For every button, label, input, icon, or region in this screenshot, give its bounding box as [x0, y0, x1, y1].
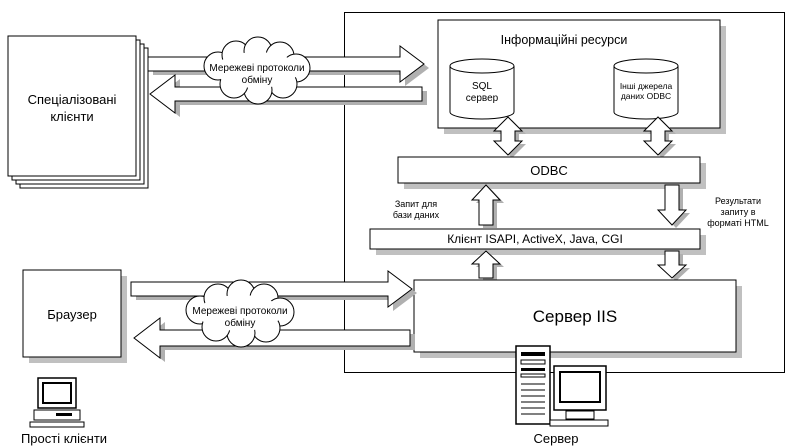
result-note-2: запиту в	[720, 207, 755, 217]
cloud-1-label-1: Мережеві протоколи	[209, 63, 304, 74]
simple-clients-caption: Прості клієнти	[21, 431, 107, 446]
query-note-2: бази даних	[393, 210, 440, 220]
client-to-iis-down-arrow	[656, 250, 690, 281]
info-resources-title: Інформаційні ресурси	[501, 33, 628, 47]
odbc-bar	[397, 156, 701, 184]
specialized-clients-stack	[7, 35, 149, 189]
simple-client-computer-icon	[29, 377, 85, 428]
query-note-1: Запит для	[395, 199, 437, 209]
sql-db-label-2: сервер	[466, 93, 499, 104]
cloud-1-label-2: обміну	[242, 74, 273, 86]
network-cloud-2	[185, 279, 295, 348]
odbc-label: ODBC	[530, 163, 568, 178]
client-bar	[369, 228, 701, 250]
odbc-sources-db-icon	[613, 58, 679, 120]
results-down-arrow	[656, 184, 690, 228]
server-computer-icon	[515, 345, 609, 427]
browser-label: Браузер	[47, 307, 97, 322]
sql-db-label-1: SQL	[472, 81, 492, 92]
browser-box	[22, 269, 122, 358]
double-arrow-sql-odbc	[492, 116, 526, 158]
iis-server-label: Сервер IIS	[533, 307, 617, 326]
cloud-2-label-2: обміну	[225, 317, 256, 329]
sql-server-db-icon	[449, 58, 515, 120]
result-note-1: Результати	[715, 196, 761, 206]
server-caption: Сервер	[533, 431, 578, 446]
iis-server-box	[413, 279, 737, 353]
query-up-arrow	[470, 184, 504, 228]
client-bar-label: Клієнт ISAPI, ActiveX, Java, CGI	[447, 232, 623, 246]
double-arrow-sources-odbc	[642, 116, 676, 158]
network-cloud-1	[203, 36, 311, 105]
specialized-clients-label-2: клієнти	[50, 109, 93, 124]
cloud-2-label-1: Мережеві протоколи	[192, 306, 287, 317]
odbc-db-label-2: даних ODBC	[621, 91, 671, 101]
odbc-db-label-1: Інші джерела	[620, 81, 673, 91]
iis-to-client-up-arrow	[470, 250, 504, 281]
result-note-3: форматі HTML	[707, 218, 769, 228]
specialized-clients-label: Спеціалізовані	[28, 92, 117, 107]
